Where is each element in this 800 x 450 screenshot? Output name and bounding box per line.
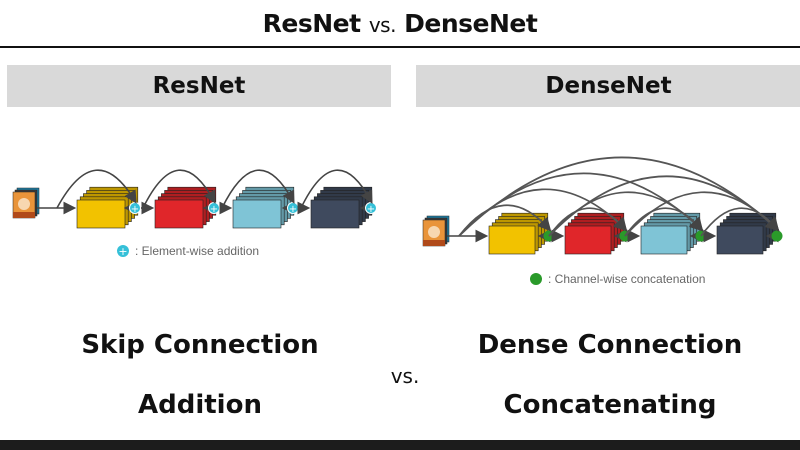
feature-block	[232, 186, 295, 229]
bottom-bar	[0, 440, 800, 450]
svg-text:+: +	[210, 204, 218, 215]
dense-connection-label: Dense Connection	[477, 330, 743, 360]
input-image-icon	[12, 187, 40, 219]
densenet-diagram: : Channel-wise concatenation	[422, 156, 783, 286]
title-resnet: ResNet	[262, 9, 361, 38]
densenet-legend: : Channel-wise concatenation	[548, 272, 705, 286]
svg-text:+: +	[131, 204, 139, 215]
legend-plus-symbol: +	[118, 245, 127, 258]
svg-text:+: +	[367, 204, 375, 215]
title-densenet: DenseNet	[404, 9, 538, 38]
title-vs: vs.	[368, 13, 397, 37]
resnet-diagram: + + + + + : Element-wise addition	[12, 169, 377, 258]
title-bar: ResNet vs. DenseNet	[0, 0, 800, 48]
dense-arc	[624, 207, 704, 237]
skip-arc	[56, 169, 137, 209]
dense-arc	[700, 207, 780, 237]
legend-dot-icon	[530, 273, 542, 285]
dense-arc	[548, 207, 628, 237]
page-title: ResNet vs. DenseNet	[0, 0, 800, 49]
legend-plus-icon	[117, 245, 129, 257]
concatenating-label: Concatenating	[503, 390, 717, 420]
feature-block	[564, 212, 625, 255]
skip-arc	[221, 169, 295, 209]
densenet-header: DenseNet	[416, 65, 800, 107]
skip-arc	[300, 169, 373, 209]
resnet-legend: : Element-wise addition	[135, 244, 259, 258]
middle-vs: vs.	[390, 364, 420, 388]
resnet-header: ResNet	[7, 65, 391, 107]
skip-connection-label: Skip Connection	[81, 330, 319, 360]
feature-block	[488, 212, 549, 255]
svg-text:+: +	[289, 204, 297, 215]
skip-arc	[142, 169, 216, 209]
input-image-icon	[422, 215, 450, 247]
concat-dot-icon	[771, 230, 783, 242]
addition-label: Addition	[138, 390, 262, 420]
feature-block	[310, 186, 373, 229]
